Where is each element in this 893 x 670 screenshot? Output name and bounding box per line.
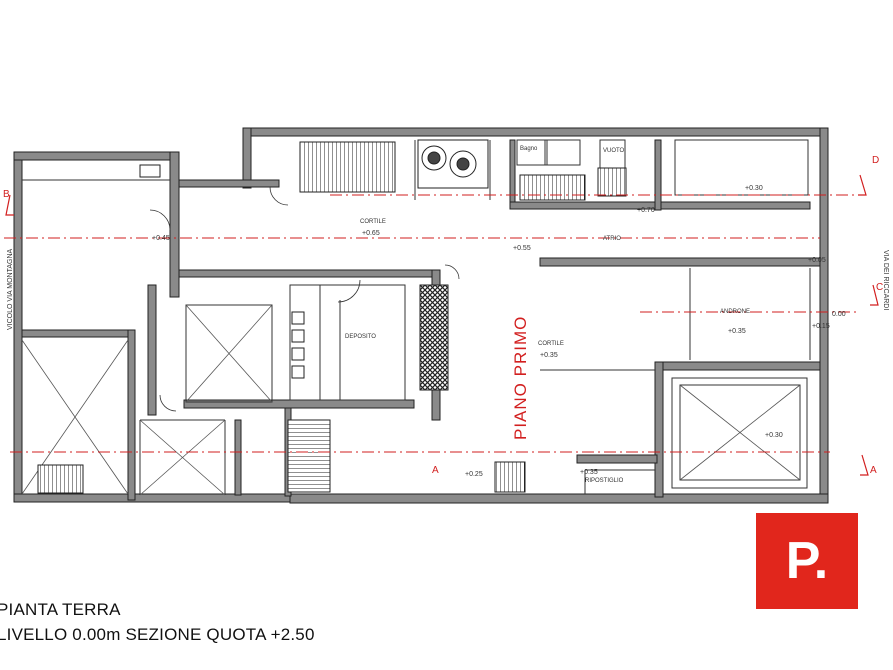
plan-subtitle: LIVELLO 0.00m SEZIONE QUOTA +2.50	[0, 625, 315, 644]
stairs-corner	[597, 167, 627, 197]
stairs-entrance	[494, 461, 526, 493]
level-corner: +0.15	[812, 323, 830, 330]
street-left: VICOLO VIA MONTAGNA	[7, 249, 14, 330]
level-left: +0.45	[152, 235, 170, 242]
level-bottom: +0.35	[580, 469, 598, 476]
room-androne: ANDRONE	[720, 309, 750, 315]
section-letter-b: B	[3, 189, 10, 200]
stairs-top-right	[519, 174, 586, 201]
vertical-label	[467, 368, 474, 370]
room-cortile2-level: +0.35	[540, 352, 558, 359]
section-lines	[4, 194, 860, 453]
plan-title: PIANTA TERRA	[0, 600, 121, 619]
section-letter-a2: A	[432, 465, 439, 476]
street-right: VIA DEI RICCARDI	[882, 250, 889, 310]
fixtures	[139, 164, 305, 379]
room-androne-level: +0.35	[728, 328, 746, 335]
outer-walls	[13, 127, 829, 504]
room-ripostiglio: RIPOSTIGLIO	[585, 478, 624, 484]
section-letter-c: C	[876, 282, 883, 293]
level-gate: +0.70	[637, 207, 655, 214]
piano-primo-label: PIANO PRIMO	[511, 316, 530, 440]
room-vuoto: VUOTO	[603, 148, 625, 154]
stairs-left	[37, 464, 84, 494]
section-letter-d: D	[872, 155, 879, 166]
stairs-bottom	[287, 419, 331, 493]
room-cortile: CORTILE	[360, 219, 386, 225]
level-zero: 0.00	[832, 311, 846, 318]
level-right-top: +0.30	[745, 185, 763, 192]
tree-icon	[417, 139, 489, 189]
level-right-mid: +0.05	[808, 257, 826, 264]
room-atrio-level: +0.55	[513, 245, 531, 252]
brand-logo[interactable]: P.	[756, 513, 858, 609]
void-crosses	[21, 304, 801, 496]
room-deposito: DEPOSITO	[345, 334, 376, 340]
stairs-top	[299, 141, 396, 193]
level-right-low: +0.30	[765, 432, 783, 439]
door-swings	[149, 186, 460, 412]
section-markers	[5, 174, 879, 476]
floor-plan: B D A A C PIANO PRIMO VICOLO VIA MONTAGN…	[3, 127, 889, 504]
hatched-wall	[419, 284, 449, 391]
section-letter-a: A	[870, 465, 877, 476]
room-atrio: ATRIO	[603, 236, 621, 242]
room-cortile2: CORTILE	[538, 341, 564, 347]
interior-lines	[22, 139, 811, 495]
room-bagno: Bagno	[520, 146, 538, 152]
level-entrance: +0.25	[465, 471, 483, 478]
room-cortile-level: +0.65	[362, 230, 380, 237]
